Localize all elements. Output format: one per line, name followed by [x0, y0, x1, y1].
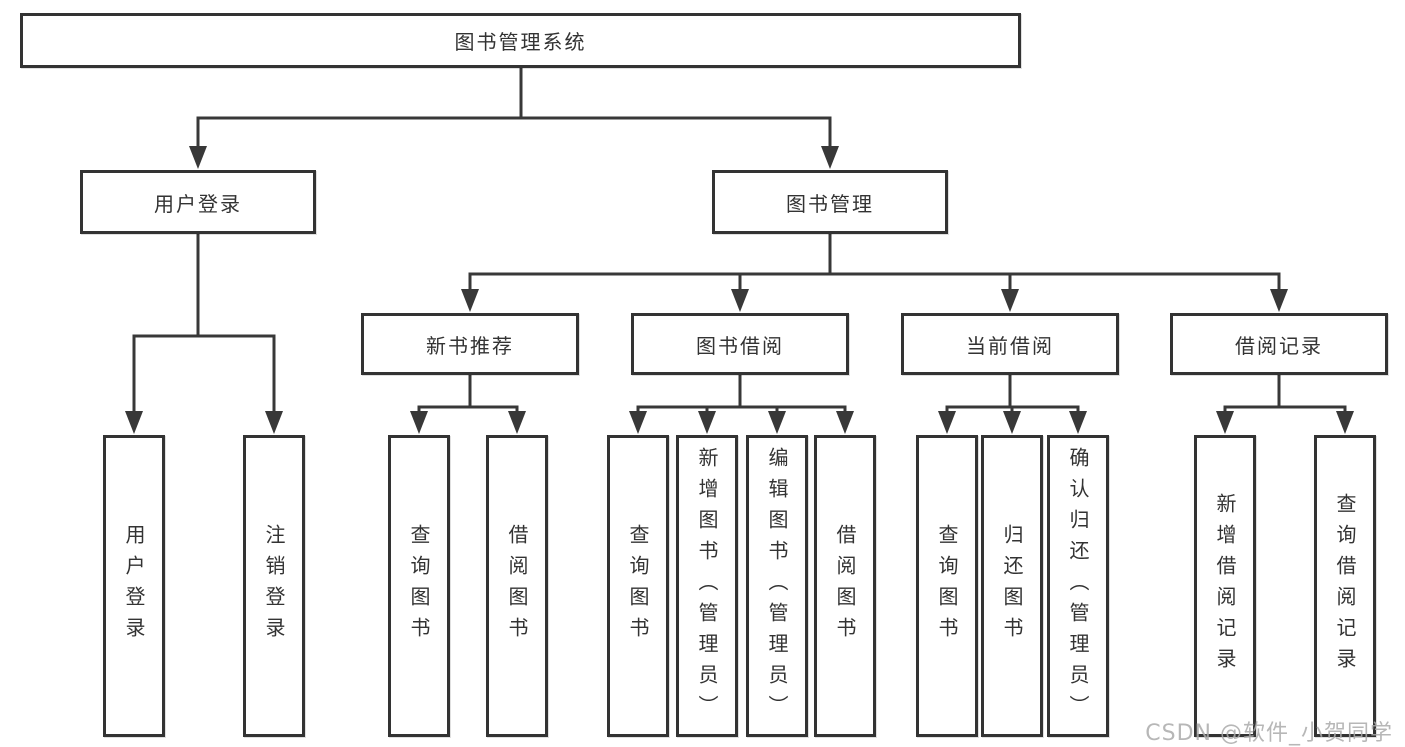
- leaf-add-borrow-record-label: 新增借阅记录: [1213, 493, 1237, 679]
- leaf-query-books-recommend-label: 查询图书: [407, 524, 431, 648]
- connector-book-mgmt-split: [468, 272, 1281, 294]
- leaf-add-borrow-record: 新增借阅记录: [1194, 435, 1256, 737]
- leaf-return-books-label: 归还图书: [1000, 524, 1024, 648]
- leaf-edit-books-admin: 编辑图书（管理员）: [746, 435, 808, 737]
- leaf-user-login: 用户登录: [103, 435, 165, 737]
- node-user-login-label: 用户登录: [154, 191, 242, 216]
- leaf-query-books-borrow-label: 查询图书: [626, 524, 650, 648]
- leaf-query-books-recommend: 查询图书: [388, 435, 450, 737]
- arrowheads: [125, 146, 1354, 434]
- connector-book-borrow-split: [636, 405, 847, 416]
- connector-user-login-split: [132, 334, 276, 416]
- leaf-borrow-books-recommend: 借阅图书: [486, 435, 548, 737]
- leaf-edit-books-admin-label: 编辑图书（管理员）: [765, 446, 789, 726]
- connector-new-books-split: [417, 405, 519, 416]
- leaf-add-books-admin: 新增图书（管理员）: [676, 435, 738, 737]
- node-new-book-recommend: 新书推荐: [361, 313, 579, 375]
- leaf-add-books-admin-label: 新增图书（管理员）: [695, 446, 719, 726]
- node-system-root: 图书管理系统: [20, 13, 1021, 68]
- leaf-borrow-books: 借阅图书: [814, 435, 876, 737]
- leaf-user-login-label: 用户登录: [122, 524, 146, 648]
- node-borrow-records: 借阅记录: [1170, 313, 1388, 375]
- node-system-root-label: 图书管理系统: [454, 30, 587, 54]
- leaf-query-books-current: 查询图书: [916, 435, 978, 737]
- connector-borrow-records-split: [1223, 405, 1347, 416]
- leaf-return-books: 归还图书: [981, 435, 1043, 737]
- leaf-query-books-borrow: 查询图书: [607, 435, 669, 737]
- node-borrow-records-label: 借阅记录: [1235, 333, 1323, 358]
- leaf-confirm-return-admin-label: 确认归还（管理员）: [1066, 446, 1090, 726]
- leaf-logout-label: 注销登录: [262, 524, 286, 648]
- node-user-login: 用户登录: [80, 170, 316, 234]
- leaf-borrow-books-recommend-label: 借阅图书: [505, 524, 529, 648]
- node-book-management: 图书管理: [712, 170, 948, 234]
- leaf-borrow-books-label: 借阅图书: [833, 524, 857, 648]
- leaf-query-borrow-record-label: 查询借阅记录: [1333, 493, 1357, 679]
- node-new-book-recommend-label: 新书推荐: [426, 333, 514, 358]
- node-current-borrow-label: 当前借阅: [966, 333, 1054, 358]
- leaf-logout: 注销登录: [243, 435, 305, 737]
- node-book-borrow-label: 图书借阅: [696, 333, 784, 358]
- node-book-management-label: 图书管理: [786, 191, 874, 216]
- node-book-borrow: 图书借阅: [631, 313, 849, 375]
- node-current-borrow: 当前借阅: [901, 313, 1119, 375]
- leaf-query-books-current-label: 查询图书: [935, 524, 959, 648]
- connector-root-split: [196, 116, 832, 152]
- csdn-watermark: CSDN @软件_小贺同学: [1145, 721, 1393, 746]
- leaf-confirm-return-admin: 确认归还（管理员）: [1047, 435, 1109, 737]
- leaf-query-borrow-record: 查询借阅记录: [1314, 435, 1376, 737]
